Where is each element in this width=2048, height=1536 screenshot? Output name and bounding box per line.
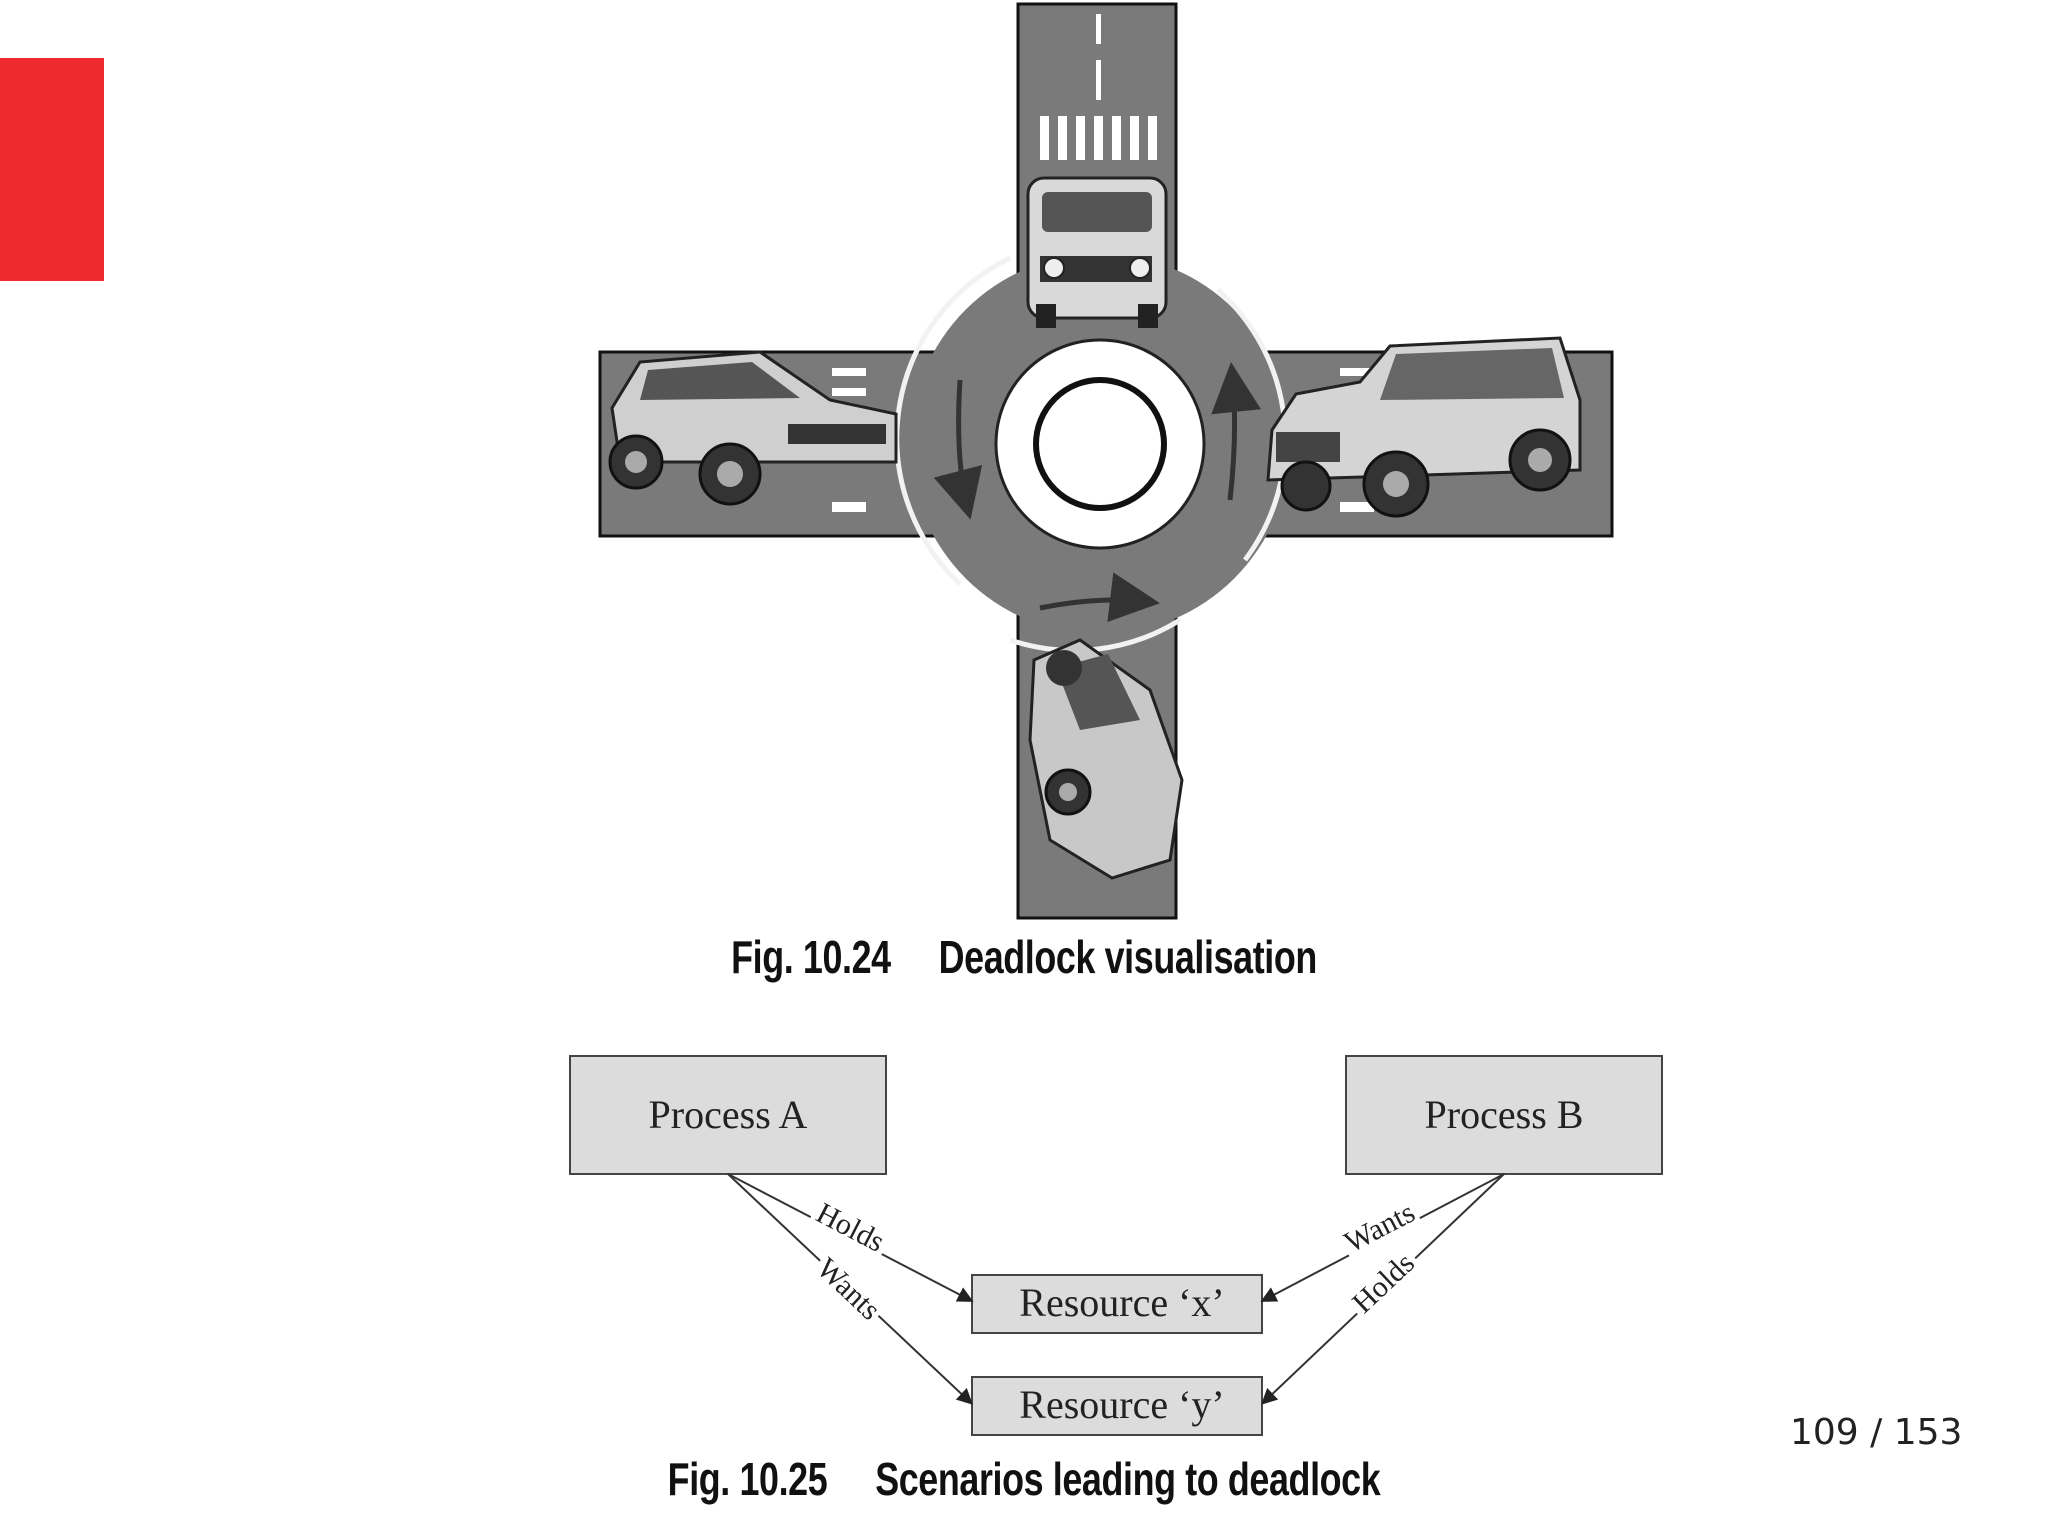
resource-x-label: Resource ‘x’: [1019, 1280, 1224, 1325]
road-markings: [832, 14, 1374, 512]
process-a-box: Process A: [569, 1055, 887, 1175]
figure-caption-deadlock-visualisation: Fig. 10.24 Deadlock visualisation: [731, 931, 1317, 983]
car-right: [1266, 336, 1582, 518]
figure-caption-scenarios-leading-to-deadlock: Fig. 10.25 Scenarios leading to deadlock: [667, 1453, 1381, 1505]
resource-y-label: Resource ‘y’: [1019, 1382, 1224, 1427]
roundabout-island: [894, 255, 1288, 653]
car-top: [1026, 176, 1168, 328]
resource-x-box: Resource ‘x’: [971, 1274, 1263, 1334]
traffic-arrows: [933, 362, 1261, 623]
accent-bar: [0, 58, 104, 281]
process-a-label: Process A: [649, 1092, 808, 1137]
label-a-holds: Holds: [811, 1196, 890, 1258]
process-b-label: Process B: [1425, 1092, 1584, 1137]
page-number: 109 / 153: [1790, 1412, 1963, 1453]
car-bottom: [1028, 638, 1184, 880]
car-left: [608, 350, 898, 506]
resource-y-box: Resource ‘y’: [971, 1376, 1263, 1436]
label-b-wants: Wants: [1339, 1196, 1420, 1260]
process-b-box: Process B: [1345, 1055, 1663, 1175]
